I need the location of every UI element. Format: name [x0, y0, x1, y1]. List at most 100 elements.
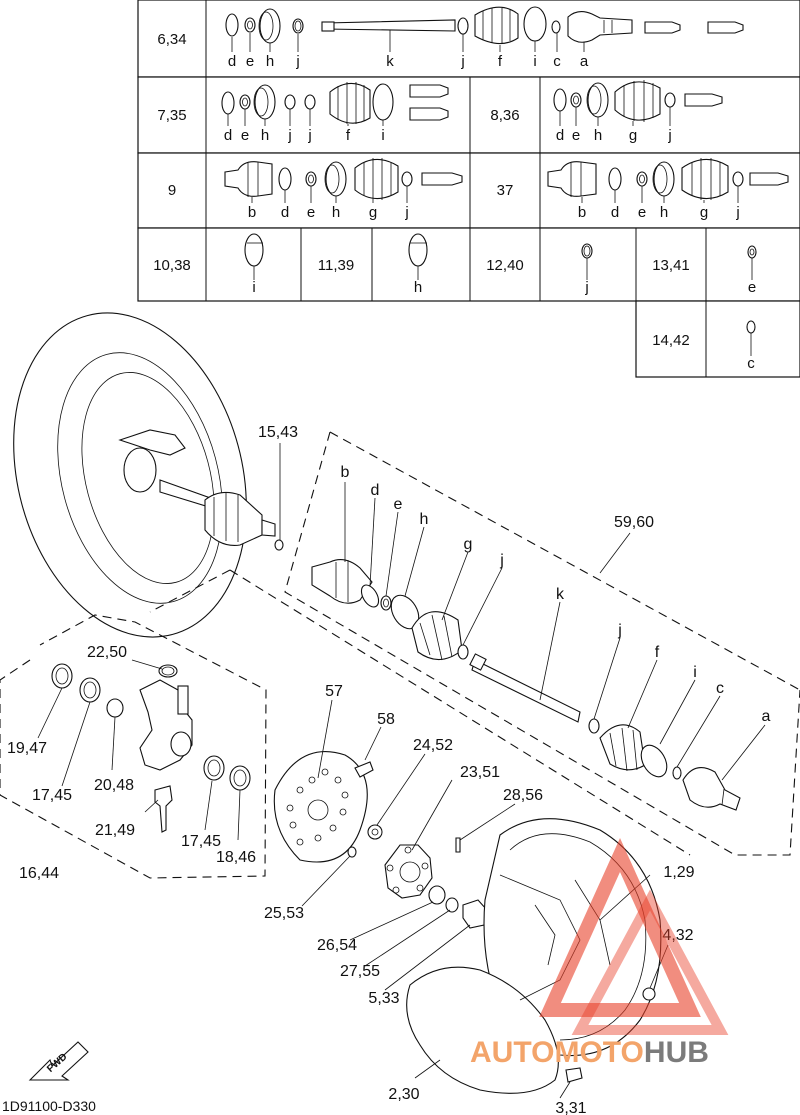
watermark-triangle — [539, 837, 701, 1017]
callout-26-54: 26,54 — [317, 937, 357, 954]
callout-5-33: 5,33 — [368, 990, 399, 1007]
callout-15-43: 15,43 — [258, 424, 298, 441]
callout-labels: 15,43 59,60 b d e h g j k j f i c a 22,5… — [7, 424, 771, 1115]
callout-j-lower: j — [617, 622, 622, 639]
svg-text:b: b — [578, 204, 586, 221]
svg-text:h: h — [266, 53, 274, 70]
callout-a: a — [762, 708, 771, 725]
svg-text:d: d — [224, 127, 232, 144]
svg-text:j: j — [287, 127, 291, 144]
cell-11-39-label: 11,39 — [318, 257, 354, 274]
callout-25-53: 25,53 — [264, 905, 304, 922]
svg-text:e: e — [246, 53, 254, 70]
fwd-arrow: FWD — [28, 1041, 89, 1081]
svg-text:h: h — [660, 204, 668, 221]
svg-text:h: h — [261, 127, 269, 144]
callout-17-45-right: 17,45 — [181, 833, 221, 850]
callout-k: k — [556, 586, 565, 603]
cell-12-40-label: 12,40 — [486, 257, 524, 274]
svg-text:d: d — [611, 204, 619, 221]
svg-text:j: j — [295, 53, 299, 70]
callout-27-55: 27,55 — [340, 963, 380, 980]
callout-c: c — [716, 680, 724, 697]
svg-text:c: c — [747, 355, 755, 372]
row-37-label: 37 — [497, 182, 514, 199]
svg-text:h: h — [414, 279, 422, 296]
svg-text:e: e — [307, 204, 315, 221]
brake-disc — [273, 751, 374, 863]
svg-text:g: g — [700, 204, 708, 221]
cell-13-41-label: 13,41 — [652, 257, 690, 274]
callout-h: h — [420, 511, 429, 528]
rim-tire — [406, 818, 662, 1094]
row3-parts: b d e h g j b d e h g — [224, 158, 789, 221]
shaft-assembly-outline — [284, 431, 800, 856]
callout-22-50: 22,50 — [87, 644, 127, 661]
svg-text:h: h — [332, 204, 340, 221]
parts-table: 6,34 7,35 8,36 9 37 10,38 11,39 12,40 13… — [137, 0, 800, 378]
callout-3-31: 3,31 — [555, 1100, 586, 1115]
svg-text:a: a — [580, 53, 589, 70]
svg-text:j: j — [404, 204, 408, 221]
shaft-leaders — [279, 443, 766, 781]
callout-4-32: 4,32 — [662, 927, 693, 944]
row2-parts: d e h j j f i d e h g j — [221, 80, 723, 144]
callout-i: i — [693, 664, 697, 681]
callout-21-49: 21,49 — [95, 822, 135, 839]
cv-shaft-parts — [311, 559, 741, 811]
callout-24-52: 24,52 — [413, 737, 453, 754]
svg-text:g: g — [629, 127, 637, 144]
svg-text:j: j — [667, 127, 671, 144]
svg-text:d: d — [556, 127, 564, 144]
row-6-34-label: 6,34 — [157, 31, 186, 48]
svg-text:i: i — [533, 53, 536, 70]
svg-text:f: f — [346, 127, 351, 144]
svg-text:e: e — [638, 204, 646, 221]
callout-j-top: j — [499, 552, 504, 569]
callout-59-60: 59,60 — [614, 514, 654, 531]
callout-19-47: 19,47 — [7, 740, 47, 757]
row1-letters: d e h j k j f i c a — [228, 30, 589, 70]
front-wheel-assembly — [13, 312, 284, 638]
svg-text:e: e — [748, 279, 756, 296]
svg-text:j: j — [735, 204, 739, 221]
callout-16-44: 16,44 — [19, 865, 59, 882]
svg-text:f: f — [498, 53, 503, 70]
callout-f: f — [655, 644, 660, 661]
svg-text:j: j — [307, 127, 311, 144]
knuckle-assembly-outline — [0, 614, 267, 879]
callout-g: g — [464, 536, 473, 553]
callout-28-56: 28,56 — [503, 787, 543, 804]
row-9-label: 9 — [168, 182, 176, 199]
svg-text:e: e — [572, 127, 580, 144]
callout-23-51: 23,51 — [460, 764, 500, 781]
cell-10-38-label: 10,38 — [153, 257, 191, 274]
svg-text:d: d — [281, 204, 289, 221]
callout-18-46: 18,46 — [216, 849, 256, 866]
callout-57: 57 — [325, 683, 343, 700]
row-7-35-label: 7,35 — [157, 107, 186, 124]
svg-text:d: d — [228, 53, 236, 70]
diagram-code: 1D91100-D330 — [2, 1098, 96, 1114]
callout-b: b — [341, 464, 350, 481]
row1-parts — [225, 6, 744, 45]
svg-text:h: h — [594, 127, 602, 144]
svg-text:k: k — [386, 53, 394, 70]
svg-text:g: g — [369, 204, 377, 221]
svg-text:j: j — [460, 53, 464, 70]
watermark-auto: AUTOMOTOHUB — [470, 1036, 709, 1069]
wheel-hub — [367, 824, 488, 929]
callout-17-45-left: 17,45 — [32, 787, 72, 804]
svg-text:c: c — [553, 53, 561, 70]
svg-text:i: i — [381, 127, 384, 144]
cell-14-42-label: 14,42 — [652, 332, 690, 349]
svg-text:j: j — [584, 279, 588, 296]
callout-d: d — [371, 482, 380, 499]
row4-parts: i h j e c — [244, 233, 757, 372]
callout-58: 58 — [377, 711, 395, 728]
svg-text:b: b — [248, 204, 256, 221]
row-8-36-label: 8,36 — [490, 107, 519, 124]
callout-1-29: 1,29 — [663, 864, 694, 881]
svg-text:i: i — [252, 279, 255, 296]
